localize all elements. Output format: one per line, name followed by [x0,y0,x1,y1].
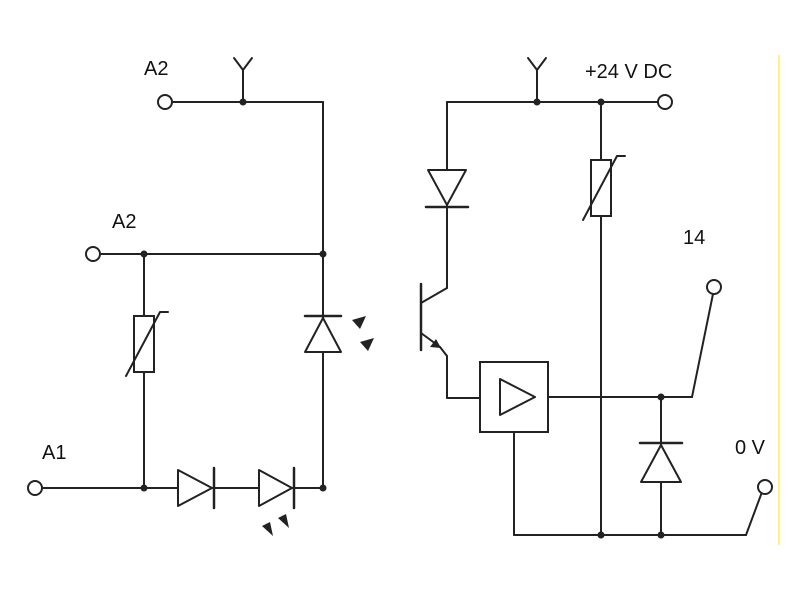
label-output-14: 14 [683,227,705,249]
terminal-a2-mid [85,246,101,262]
label-a2-mid: A2 [112,211,136,233]
led-light-arrow [278,514,289,528]
emitter-arrow [430,339,441,348]
label-a1: A1 [42,442,66,464]
label-ground: 0 V [735,437,766,459]
antenna-symbol-right [527,57,547,103]
label-a2-top: A2 [144,58,168,80]
led-indicator-lower [258,466,296,536]
junction-dot [140,250,148,258]
junction-dot [140,484,148,492]
junction-dot [239,98,247,106]
terminal-a2-top [157,94,173,110]
wire-ground-terminal [745,491,763,536]
junction-dot [319,250,327,258]
led-light-arrow [262,522,273,536]
diode-supply [424,169,470,209]
amplifier-block [479,361,549,433]
input-circuit: A2 A2 A1 [27,57,374,536]
antenna-symbol-left [233,57,253,103]
junction-dot [597,98,605,106]
led-light-arrow [360,338,374,351]
terminal-ground [757,479,773,495]
diode-output [638,441,684,483]
terminal-supply [657,94,673,110]
junction-dot [657,531,665,539]
output-circuit: +24 V DC 14 0 V [419,57,773,539]
transistor [419,282,481,399]
junction-dot [597,531,605,539]
diode-series [177,466,216,510]
terminal-a1 [27,480,43,496]
label-supply: +24 V DC [585,61,672,83]
led-light-arrow [352,316,366,329]
varistor-right [582,155,626,221]
led-indicator-upper [303,314,374,353]
junction-dot [533,98,541,106]
wire-output-terminal [691,293,714,398]
junction-dot [319,484,327,492]
junction-dot [657,393,665,401]
varistor-left [125,311,169,377]
terminal-output-14 [706,279,722,295]
